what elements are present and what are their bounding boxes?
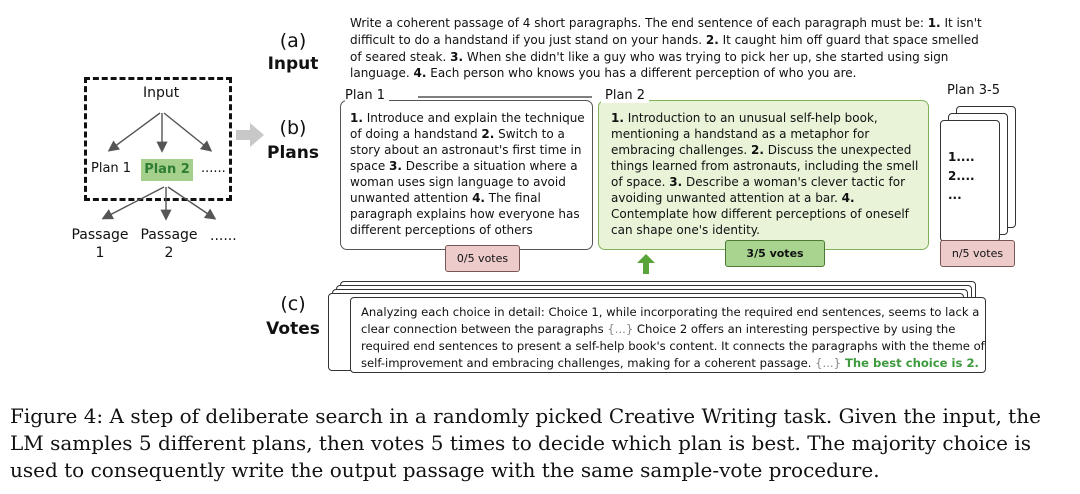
row-a-letter: (a)	[279, 30, 307, 52]
input-num-4: 4.	[413, 66, 427, 81]
plan2-num-1: 1.	[611, 111, 624, 125]
tree-plan1-node: Plan 1	[91, 161, 132, 176]
plan2-title: Plan 2	[601, 88, 650, 103]
tree-plan-more: ......	[201, 161, 226, 176]
plan1-text: 1. Introduce and explain the technique o…	[350, 110, 588, 238]
plan2-num-3: 3.	[669, 175, 683, 189]
plan2-step-3: Describe a woman's clever tactic for avo…	[611, 175, 906, 205]
plan1-step-3: Describe a situation where a woman uses …	[350, 159, 578, 205]
input-sentence-1: It isn't difficult to do a handstand if …	[350, 16, 982, 47]
input-intro: Write a coherent passage of 4 short para…	[350, 16, 928, 30]
plan1-num-4: 4.	[472, 191, 485, 205]
plan-title-rule	[418, 96, 592, 98]
input-num-2: 2.	[705, 32, 719, 47]
row-b-label: Plans	[267, 143, 319, 163]
plan35-lines: 1.... 2.... ...	[948, 148, 975, 205]
plan1-step-4: The final paragraph explains how everyon…	[350, 191, 580, 237]
plan1-votes-badge: 0/5 votes	[445, 245, 520, 272]
plan2-step-1: Introduction to an unusual self-help boo…	[611, 111, 878, 157]
plan35-line-2: 2....	[948, 169, 975, 183]
plan35-line-1: 1....	[948, 150, 975, 164]
tree-plan2-node: Plan 2	[141, 159, 193, 181]
plan2-text: 1. Introduction to an unusual self-help …	[611, 110, 923, 238]
edge-input-plan1	[107, 112, 161, 152]
tree-passage2-word: Passage	[140, 227, 198, 243]
tree-passage-more: ......	[210, 228, 237, 244]
plan1-num-1: 1.	[350, 111, 363, 125]
expand-arrow-icon	[236, 123, 264, 147]
input-sentence-2: It caught him off guard that space smell…	[350, 32, 979, 64]
input-num-1: 1.	[927, 16, 941, 30]
vote-text-part-2: Choice 2 offers an interesting perspecti…	[361, 322, 985, 370]
row-a-label: Input	[267, 54, 319, 74]
row-c-label: Votes	[266, 319, 320, 339]
edge-plan2-passage-more	[167, 186, 217, 220]
row-b-letter: (b)	[279, 117, 307, 139]
vote-text-part-1: Analyzing each choice in detail: Choice …	[361, 305, 980, 336]
input-num-3: 3.	[450, 49, 464, 64]
input-sentence-4: Each person who knows you has a differen…	[426, 66, 857, 81]
tree-passage1-node: Passage 1	[64, 226, 136, 262]
tree-input-node: Input	[143, 85, 180, 101]
figure-caption: Figure 4: A step of deliberate search in…	[10, 404, 1041, 482]
search-tree-box	[84, 77, 232, 201]
edge-plan2-passage1	[101, 186, 165, 220]
input-sentence-3: When she didn't like a guy who was tryin…	[350, 49, 949, 81]
plan2-card	[598, 100, 929, 250]
vote-ellipsis-1: {...}	[607, 322, 634, 336]
plan2-step-4: Contemplate how different perceptions of…	[611, 207, 909, 237]
row-c-letter: (c)	[280, 293, 306, 315]
plan1-num-2: 2.	[481, 127, 495, 141]
plan1-card	[340, 100, 593, 250]
plan1-num-3: 3.	[389, 159, 402, 173]
plan2-votes-badge: 3/5 votes	[725, 240, 825, 267]
vote-best-choice: The best choice is 2.	[840, 356, 979, 370]
tree-passage1-num: 1	[95, 245, 105, 261]
input-prompt: Write a coherent passage of 4 short para…	[350, 15, 985, 82]
plan1-step-1: Introduce and explain the technique of d…	[350, 111, 585, 141]
plan2-num-4: 4.	[841, 191, 855, 205]
plan1-step-2: Switch to a story about an astronaut's f…	[350, 127, 582, 173]
edge-input-plan-more	[163, 112, 213, 152]
tree-passage2-num: 2	[164, 245, 174, 261]
plan35-title: Plan 3-5	[947, 83, 1001, 98]
vote-ellipsis-2: {...}	[815, 356, 841, 370]
plan1-title: Plan 1	[345, 88, 390, 103]
plan2-num-2: 2.	[751, 143, 764, 157]
green-up-arrow-icon	[637, 254, 655, 274]
tree-passage1-word: Passage	[71, 227, 129, 243]
vote-reasoning: Analyzing each choice in detail: Choice …	[361, 304, 986, 372]
tree-passage2-node: Passage 2	[133, 226, 205, 262]
vote-card-front	[350, 297, 986, 373]
plan35-votes-badge: n/5 votes	[940, 240, 1015, 267]
plan35-line-3: ...	[948, 188, 962, 202]
tree-edges	[101, 112, 217, 221]
plan2-step-2: Discuss the unexpected things learned fr…	[611, 143, 919, 189]
